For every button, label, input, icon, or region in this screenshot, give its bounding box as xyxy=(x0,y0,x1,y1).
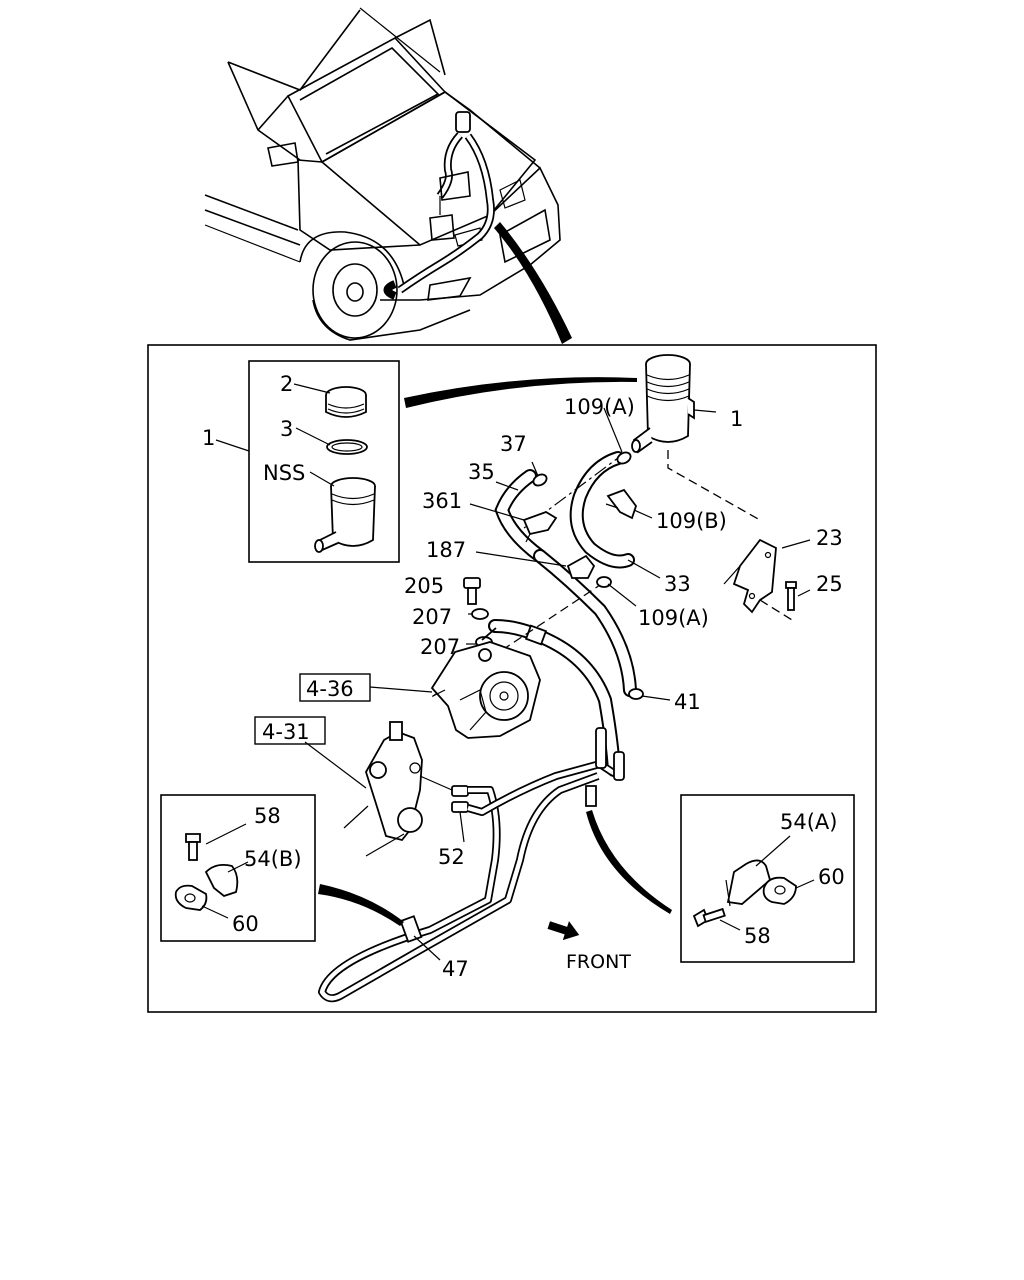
front-arrow-icon xyxy=(547,921,580,941)
callout-33: 33 xyxy=(664,572,691,596)
callout-58-right: 58 xyxy=(744,924,771,948)
clamp-inset-right xyxy=(586,794,855,963)
callout-47: 47 xyxy=(442,957,469,981)
callout-52: 52 xyxy=(438,845,465,869)
bolt-205 xyxy=(463,577,481,605)
clamp-187 xyxy=(566,554,596,579)
clamp-109a-top xyxy=(616,451,632,465)
steering-gear-box xyxy=(343,721,453,857)
hose-35 xyxy=(494,469,547,563)
callout-187: 187 xyxy=(426,538,466,562)
callout-nss: NSS xyxy=(263,461,305,485)
callout-4-31: 4-31 xyxy=(262,720,310,744)
leader-lines xyxy=(304,407,811,961)
detail-frame xyxy=(147,344,877,1013)
callout-109a-bottom: 109(A) xyxy=(638,606,709,630)
clamp-inset-left xyxy=(160,794,404,942)
callout-4-36: 4-36 xyxy=(306,677,354,701)
ref-line-4 xyxy=(759,599,793,621)
clamp-109a-bottom xyxy=(596,576,612,588)
callout-37: 37 xyxy=(500,432,527,456)
pump-hose xyxy=(488,619,621,777)
clamp-361 xyxy=(522,511,558,543)
bolt-25 xyxy=(785,581,797,611)
ref-line-2 xyxy=(667,450,761,521)
reservoir xyxy=(631,354,717,454)
return-hose xyxy=(533,549,637,697)
callout-109a-top: 109(A) xyxy=(564,395,635,419)
hose-33 xyxy=(569,451,635,569)
vehicle-illustration xyxy=(204,7,572,344)
callout-25: 25 xyxy=(816,572,843,596)
callout-front: FRONT xyxy=(566,951,631,973)
ref-box-4-31 xyxy=(254,716,326,745)
callout-2: 2 xyxy=(280,372,293,396)
pipe-47 xyxy=(318,760,615,1003)
callout-23: 23 xyxy=(816,526,843,550)
bracket-23 xyxy=(723,538,777,614)
callout-1-inset: 1 xyxy=(202,426,215,450)
callout-58-left: 58 xyxy=(254,804,281,828)
washer-207-top xyxy=(471,608,489,620)
callout-54b: 54(B) xyxy=(244,847,302,871)
callout-361: 361 xyxy=(422,489,462,513)
clamp-109b xyxy=(605,488,638,520)
callout-1-main: 1 xyxy=(730,407,743,431)
callout-205: 205 xyxy=(404,574,444,598)
leader-1-inset xyxy=(215,439,250,452)
callout-3: 3 xyxy=(280,417,293,441)
reservoir-inset xyxy=(248,360,637,563)
callout-109b: 109(B) xyxy=(656,509,727,533)
hose-union xyxy=(585,727,625,807)
callout-35: 35 xyxy=(468,460,495,484)
callout-41: 41 xyxy=(674,690,701,714)
power-steering-pump xyxy=(430,627,541,739)
callout-54a: 54(A) xyxy=(780,810,837,834)
callout-207-top: 207 xyxy=(412,605,452,629)
clamp-41 xyxy=(628,688,644,700)
ref-box-4-36 xyxy=(299,673,371,702)
callout-207-bottom: 207 xyxy=(420,635,460,659)
callout-60-left: 60 xyxy=(232,912,259,936)
fitting-52 xyxy=(451,785,469,813)
callout-60-right: 60 xyxy=(818,865,845,889)
